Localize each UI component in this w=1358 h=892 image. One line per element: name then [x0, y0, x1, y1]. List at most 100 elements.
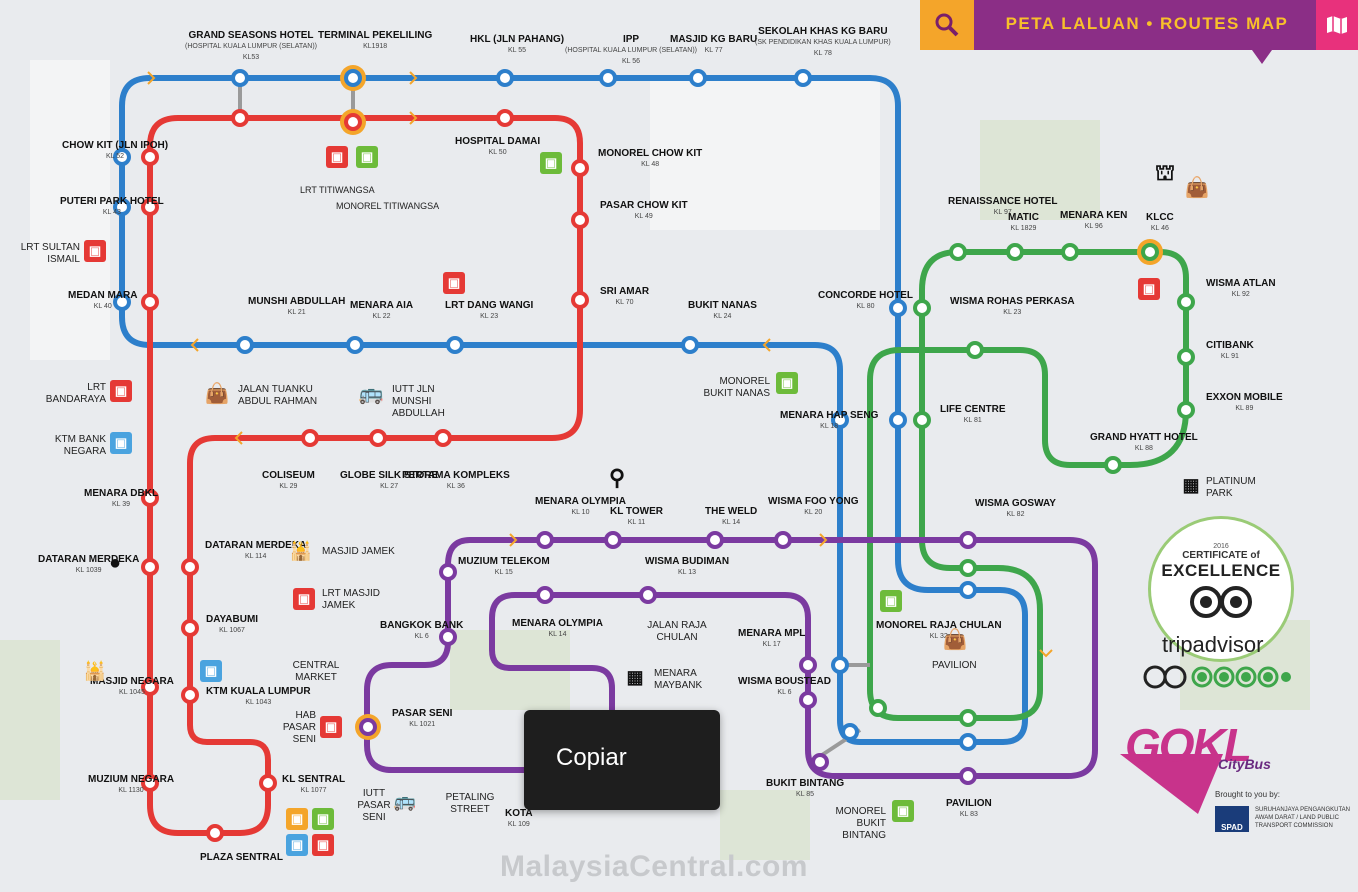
label-sekolah-khas: SEKOLAH KHAS KG BARU(SK PENDIDIKAN KHAS … — [755, 26, 891, 57]
purple-line — [364, 537, 1098, 779]
monorel-titiwangsa-icon: ▣ — [356, 146, 378, 168]
label-plaza-sentral: PLAZA SENTRAL — [200, 852, 283, 863]
bus-icon: 🚌 — [358, 382, 384, 405]
copy-label[interactable]: Copiar — [556, 744, 627, 771]
station-bukit-nanas — [681, 336, 699, 354]
station-putra-park — [113, 198, 131, 216]
magnifier-icon — [935, 13, 959, 37]
poi-jalan-tar: JALAN TUANKU ABDUL RAHMAN — [238, 384, 318, 407]
monorel-chow-kit-icon: ▣ — [540, 152, 562, 174]
spad-logo: SPAD — [1215, 806, 1249, 832]
shopping-bag-icon: 👜 — [204, 382, 230, 405]
copy-tooltip[interactable]: Copiar — [524, 710, 720, 810]
monorel-bukit-bintang-icon: ▣ — [892, 800, 914, 822]
station-blue-1 — [959, 581, 977, 599]
tripadvisor-wordmark: tripadvisor — [1162, 632, 1264, 657]
purple-stations — [439, 531, 977, 785]
mosque-icon: 🕌 — [289, 540, 313, 561]
gokl-logo: GOKL — [1125, 719, 1252, 771]
header-title: PETA LALUAN • ROUTES MAP — [1005, 14, 1289, 33]
poi-lrt-sultan-ismail: LRT SULTAN ISMAIL — [20, 242, 80, 265]
monorel-raja-chulan-icon: ▣ — [880, 590, 902, 612]
search-button[interactable] — [920, 0, 974, 50]
station-masjid-kg-baru — [689, 69, 707, 87]
poi-hab-pasar-seni: HAB PASAR SENI — [282, 710, 316, 745]
direction-arrows — [147, 71, 1053, 658]
poi-petaling-street: PETALING STREET — [445, 792, 495, 815]
station-grand-seasons — [231, 69, 249, 87]
petronas-towers-icon: ⛫ — [1154, 159, 1176, 185]
station-blue-4 — [831, 656, 849, 674]
klcc-bag-icon: 👜 — [1184, 176, 1210, 199]
kl-sentral-red-icon: ▣ — [312, 834, 334, 856]
map-button[interactable] — [1316, 0, 1358, 50]
lrt-sultan-ismail-icon: ▣ — [84, 240, 106, 262]
poi-platinum-park: PLATINUM PARK — [1206, 476, 1256, 499]
green-stations — [869, 243, 1195, 727]
watermark: MalaysiaCentral.com — [500, 850, 808, 883]
station-blue-2 — [959, 733, 977, 751]
kl-sentral-green-icon: ▣ — [312, 808, 334, 830]
label-chow-kit-jln-ipoh: CHOW KIT (JLN IPOH)KL 52 — [62, 140, 169, 160]
national-mosque-icon: 🕌 — [83, 660, 107, 681]
poi-lrt-titiwangsa: LRT TITIWANGSA — [300, 185, 375, 195]
red-stations — [141, 109, 589, 842]
certificate-of-excellence: 2016 CERTIFICATE of EXCELLENCE — [1148, 516, 1294, 662]
poi-monorel-bukit-bintang: MONOREL BUKIT BINTANG — [835, 806, 886, 841]
building-icon: ▦ — [626, 666, 644, 687]
routes-map-header: PETA LALUAN • ROUTES MAP — [920, 0, 1358, 50]
station-menara-hap-seng — [831, 411, 849, 429]
spad-full-name: SURUHANJAYA PENGANGKUTAN AWAM DARAT / LA… — [1255, 807, 1351, 829]
monorel-bukit-nanas-icon: ▣ — [776, 372, 798, 394]
bus-pasar-seni-icon: 🚌 — [393, 790, 417, 811]
poi-iutt-munshi: IUTT JLN MUNSHI ABDULLAH — [392, 384, 445, 419]
kl-tower-icon: ⚲ — [608, 465, 626, 490]
station-hkl — [496, 69, 514, 87]
label-grand-seasons: GRAND SEASONS HOTEL(HOSPITAL KUALA LUMPU… — [185, 30, 317, 61]
kl-sentral-orange-icon: ▣ — [286, 808, 308, 830]
klcc-lrt-icon: ▣ — [1138, 278, 1160, 300]
lrt-dang-wangi-icon: ▣ — [443, 272, 465, 294]
poi-pavilion-mall: PAVILION — [932, 660, 977, 671]
label-ipp: IPP(HOSPITAL KUALA LUMPUR (SELATAN))KL 5… — [565, 34, 697, 65]
poi-lrt-masjid-jamek: LRT MASJID JAMEK — [322, 588, 380, 611]
owl-logo-icon — [1190, 586, 1252, 618]
citybus-logo: CityBus — [1218, 756, 1271, 772]
gokl-swoosh-icon — [1120, 754, 1223, 814]
station-munshi-abdullah — [236, 336, 254, 354]
